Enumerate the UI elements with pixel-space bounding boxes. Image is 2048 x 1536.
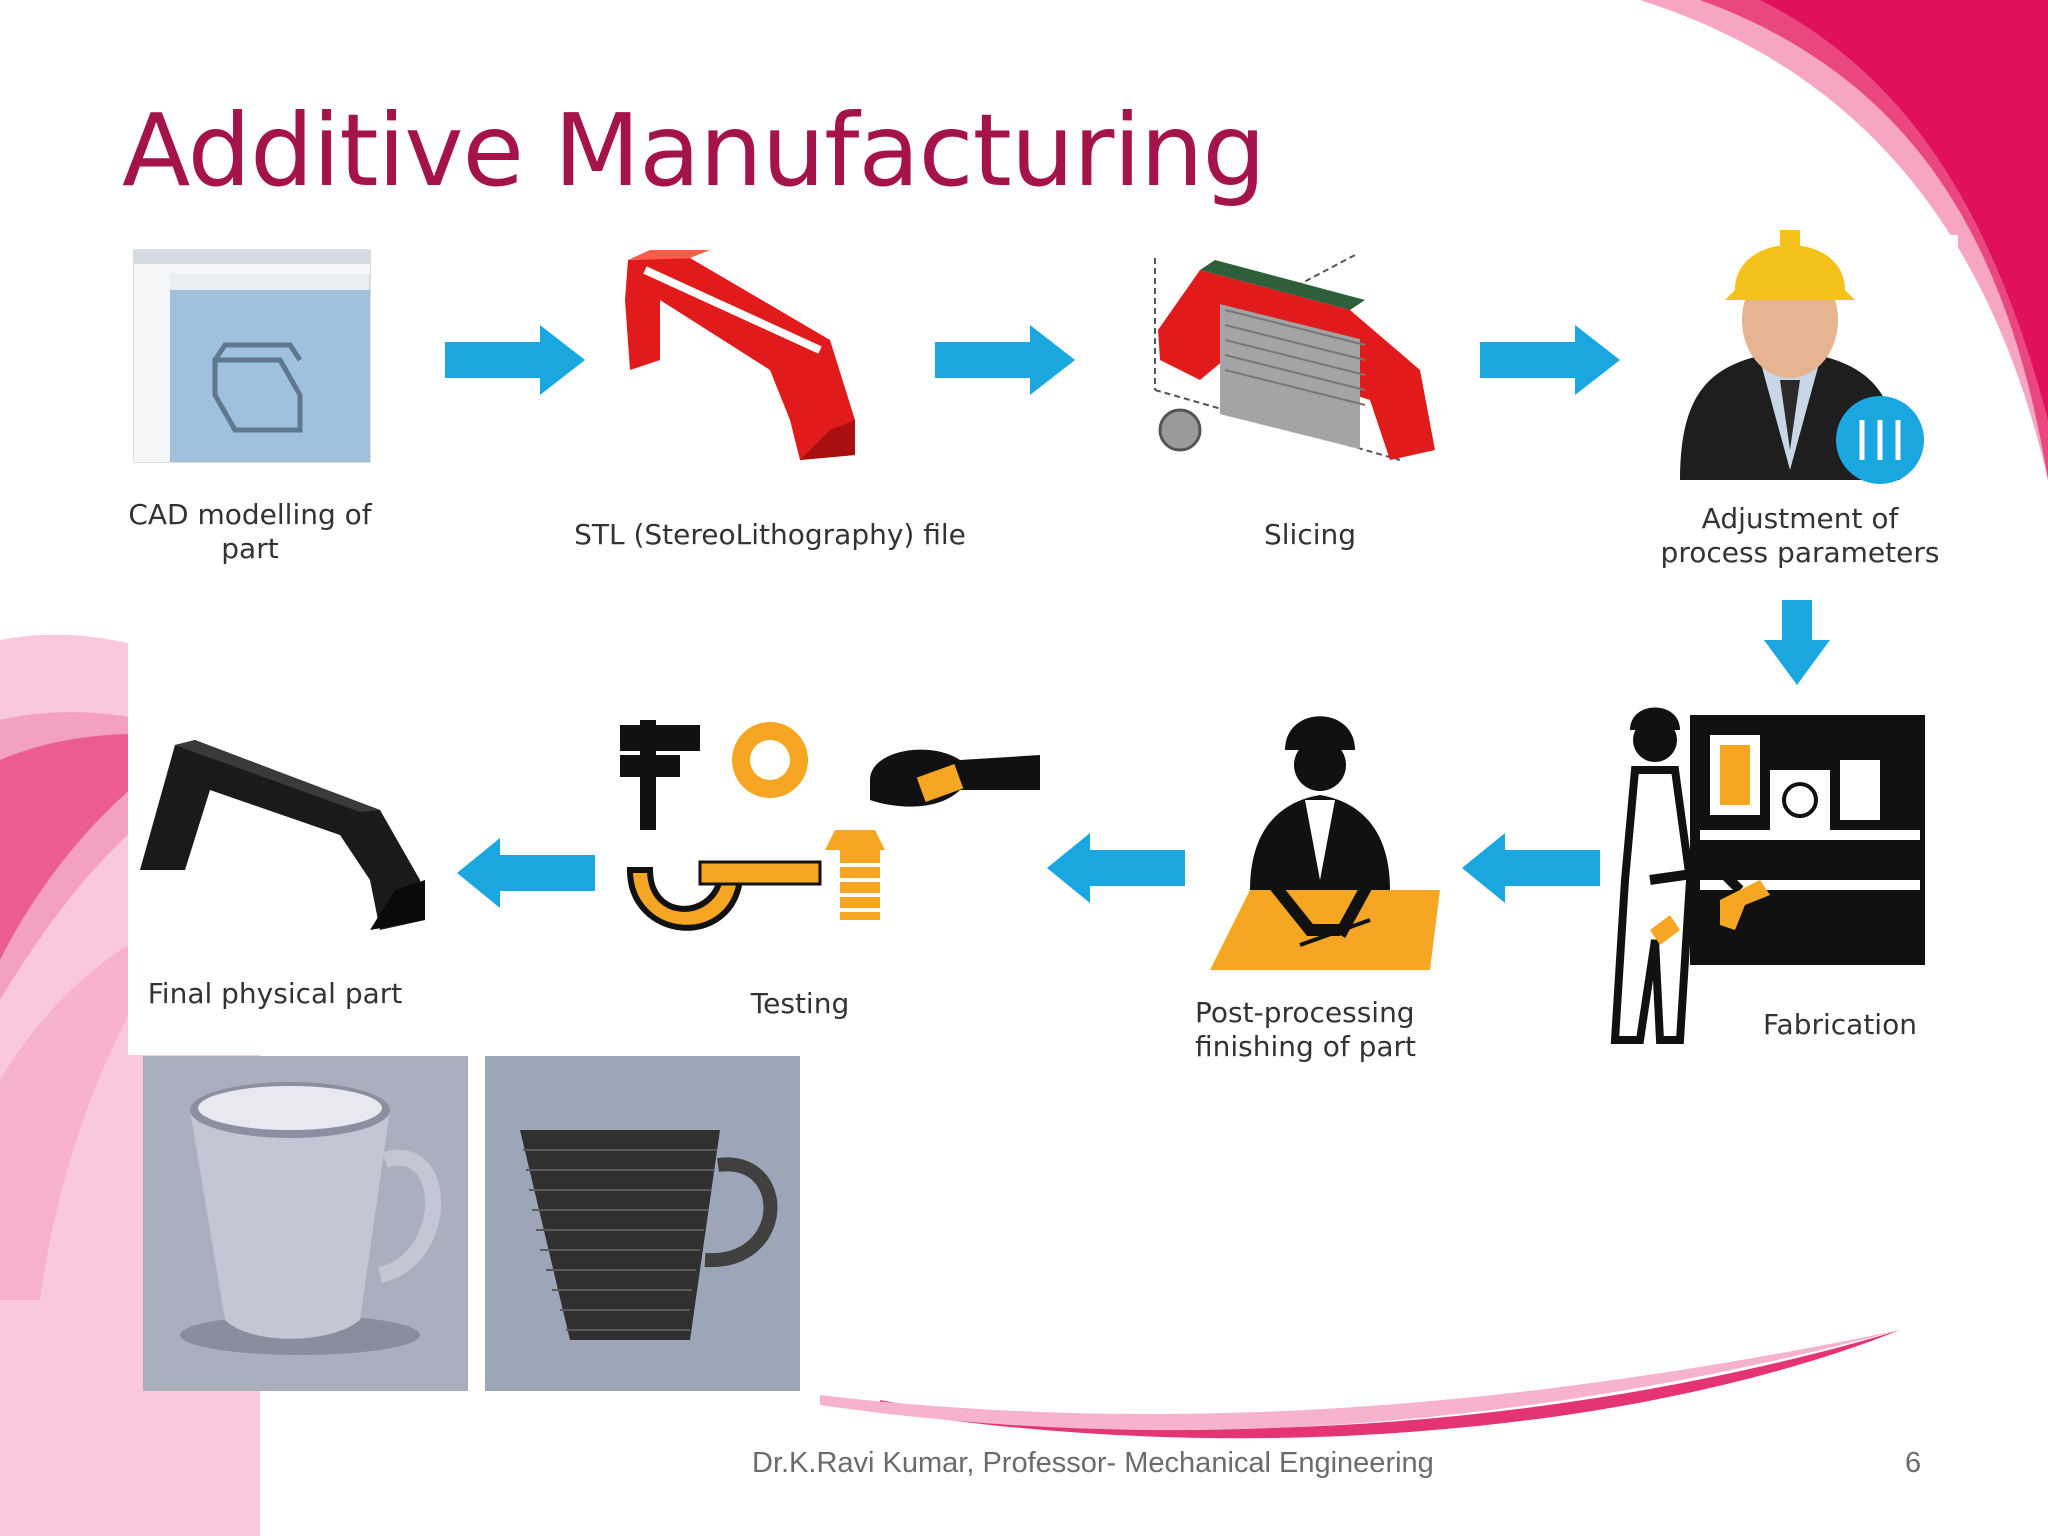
top-right-swoosh-light [1640, 0, 2048, 480]
slide-title: Additive Manufacturing [122, 92, 1266, 209]
step-label-adjustment: Adjustment of process parameters [1640, 502, 1960, 570]
smooth-cup-render-icon [143, 1056, 468, 1391]
measuring-tools-icon [620, 720, 1040, 931]
step-label-slicing: Slicing [1210, 518, 1410, 552]
top-right-swoosh [1700, 0, 2048, 480]
step-label-cad: CAD modelling of part [125, 498, 375, 566]
sliced-part-icon [1154, 254, 1435, 461]
black-handle-icon [140, 740, 425, 930]
slide-footer: Dr.K.Ravi Kumar, Professor- Mechanical E… [752, 1447, 1434, 1479]
step-label-final-part: Final physical part [130, 977, 420, 1011]
worker-at-desk-icon [1210, 716, 1440, 970]
step-label-post-processing: Post-processing finishing of part [1195, 996, 1450, 1064]
step-label-slicing-line1: Slicing [1263, 518, 1357, 551]
step-label-final-part-line1: Final physical part [147, 977, 403, 1010]
step-label-testing: Testing [700, 987, 900, 1021]
arrow-left-2 [1047, 833, 1185, 903]
step-label-fabrication: Fabrication [1740, 1008, 1940, 1042]
step-label-stl-line1: STL (StereoLithography) file [574, 518, 966, 551]
step-label-cad-line1: CAD modelling of [128, 498, 372, 531]
page-number: 6 [1905, 1447, 1922, 1479]
arrow-down [1764, 600, 1830, 685]
arrow-right-2 [935, 325, 1075, 395]
arrow-left-1 [1462, 833, 1600, 903]
bottom-swoosh [880, 1330, 1900, 1439]
slice-lines [1224, 309, 1366, 406]
worker-at-machine-icon [1610, 707, 1925, 1044]
step-label-adjustment-line2: process parameters [1660, 536, 1940, 569]
step-label-cad-line2: part [221, 532, 279, 565]
left-swoosh-strong [0, 734, 200, 960]
sliders-icon [1859, 420, 1901, 460]
flow-arrows [445, 325, 1830, 908]
step-label-post-processing-line2: finishing of part [1195, 1030, 1417, 1063]
arrow-right-1 [445, 325, 585, 395]
step-label-fabrication-line1: Fabrication [1763, 1008, 1917, 1041]
cad-screenshot-icon [133, 249, 371, 463]
step-label-post-processing-line1: Post-processing [1195, 996, 1415, 1029]
step-label-adjustment-line1: Adjustment of [1701, 502, 1899, 535]
engineer-with-sliders-icon [1680, 230, 1924, 484]
arrow-left-3 [457, 838, 595, 908]
left-swoosh-lower [0, 910, 200, 1300]
arrow-right-3 [1480, 325, 1620, 395]
stl-part-red-icon [625, 250, 855, 460]
bottom-swoosh-light [820, 1330, 1900, 1431]
step-label-testing-line1: Testing [750, 987, 850, 1020]
layered-cup-render-icon [485, 1056, 800, 1391]
step-label-stl: STL (StereoLithography) file [560, 518, 980, 552]
